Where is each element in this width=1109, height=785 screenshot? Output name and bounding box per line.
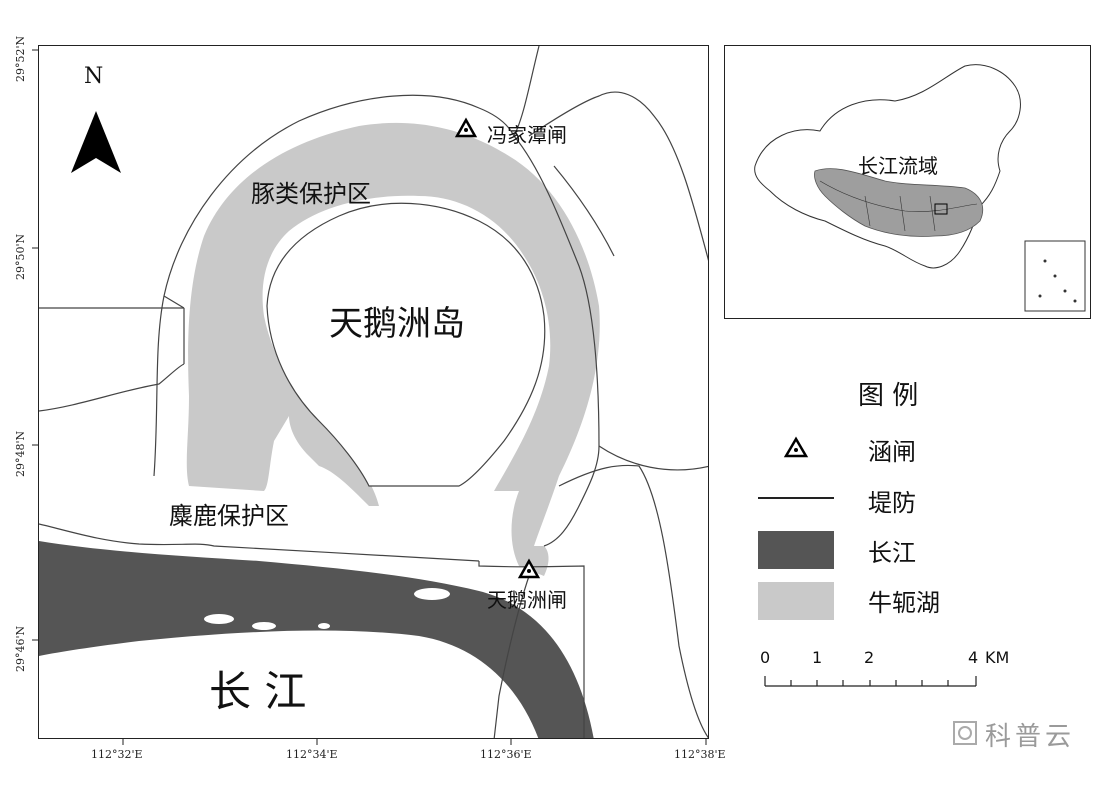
legend-label-dike: 堤防 [868, 489, 916, 517]
legend-river-swatch [758, 531, 834, 569]
inset-map: 长江流域 [724, 45, 1091, 319]
lat-tick: 29°52'N [14, 35, 27, 82]
sandbar [414, 588, 450, 600]
lat-tick: 29°50'N [14, 233, 27, 280]
island-label: 天鹅洲岛 [329, 304, 465, 344]
scale-tick-4: 4 [968, 648, 979, 667]
north-arrow-icon [71, 111, 121, 173]
china-outline-icon [754, 64, 1086, 312]
oxbow-lake [186, 122, 600, 577]
main-map: N 豚类保护区 天鹅洲岛 麋鹿保护区 长 江 冯家潭闸 天鹅洲闸 [38, 45, 709, 739]
sandbar [204, 614, 234, 624]
sluice-south-label: 天鹅洲闸 [487, 588, 567, 612]
island-area [266, 202, 546, 487]
inset-label: 长江流域 [858, 154, 938, 178]
lon-tick: 112°32'E [91, 748, 143, 761]
lon-tick: 112°38'E [674, 748, 726, 761]
sandbar [252, 622, 276, 630]
main-map-svg [39, 46, 708, 738]
legend-title: 图 例 [858, 381, 919, 411]
sluice-north-icon [454, 117, 478, 138]
scale-unit: KM [985, 648, 1010, 667]
scale-tick-1: 1 [812, 648, 823, 667]
scale-tick-0: 0 [760, 648, 771, 667]
yangtze-river [39, 541, 594, 738]
sandbar [318, 623, 330, 629]
lat-tick: 29°48'N [14, 430, 27, 477]
legend-label-oxbow: 牛轭湖 [868, 589, 940, 617]
watermark-text: 科普云 [985, 722, 1076, 752]
sluice-north-label: 冯家潭闸 [487, 123, 567, 147]
yangtze-label: 长 江 [209, 667, 307, 716]
scale-bar [764, 676, 977, 687]
lon-tick: 112°36'E [480, 748, 532, 761]
porpoise-reserve-label: 豚类保护区 [251, 180, 371, 208]
legend-line-symbol [758, 497, 834, 499]
watermark-logo-icon [953, 721, 977, 745]
scale-tick-2: 2 [864, 648, 875, 667]
legend-label-sluice: 涵闸 [868, 438, 916, 466]
lon-tick: 112°34'E [286, 748, 338, 761]
lat-tick: 29°46'N [14, 625, 27, 672]
sluice-south-icon [517, 558, 541, 579]
legend-label-yangtze: 长江 [868, 539, 916, 567]
legend-triangle-icon [783, 436, 809, 458]
dike-lines [39, 46, 708, 738]
north-label: N [84, 64, 104, 89]
legend-oxbow-swatch [758, 582, 834, 620]
deer-reserve-label: 麋鹿保护区 [169, 502, 289, 530]
